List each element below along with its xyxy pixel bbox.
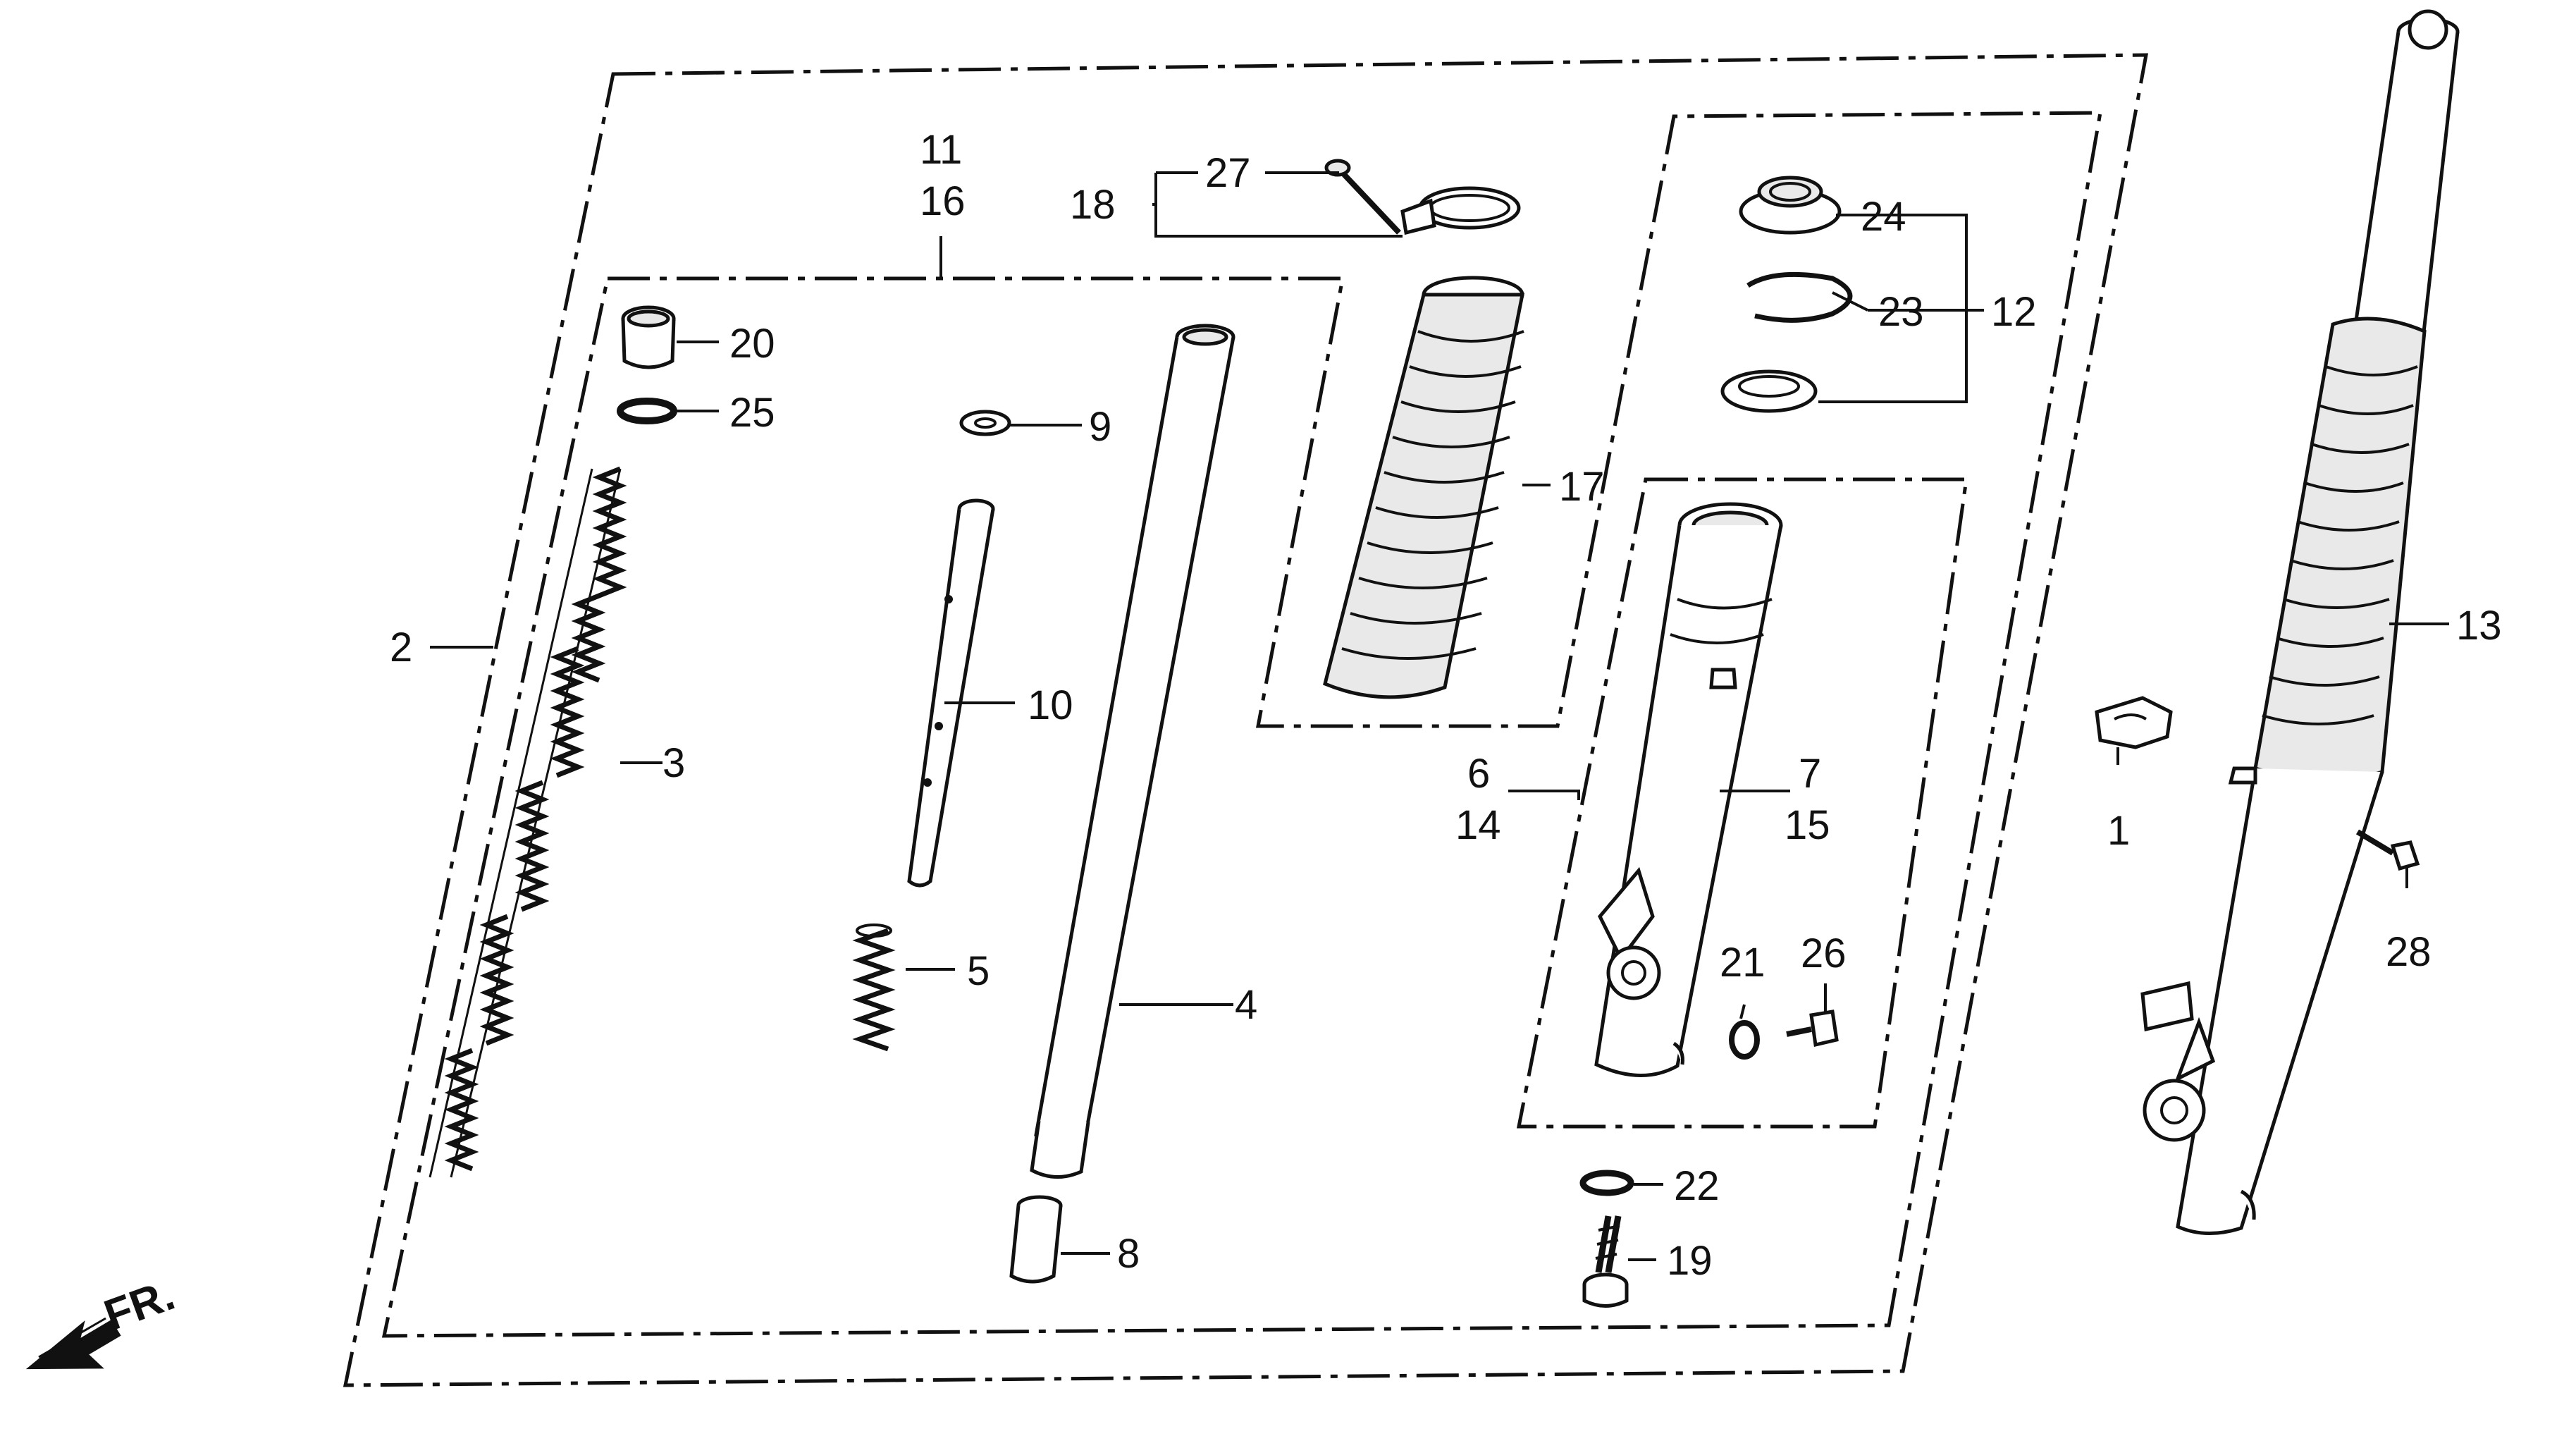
boot-band bbox=[1400, 186, 1521, 235]
callout-19: 19 bbox=[1667, 1238, 1713, 1284]
callout-18: 18 bbox=[1070, 182, 1116, 228]
callout-14: 14 bbox=[1455, 802, 1501, 848]
fork-pipe-group-boundary bbox=[381, 111, 2102, 1338]
callout-15: 15 bbox=[1785, 802, 1830, 848]
callout-28: 28 bbox=[2386, 929, 2432, 975]
fork-pipe bbox=[1030, 324, 1235, 1179]
o-ring bbox=[617, 398, 677, 424]
callout-27: 27 bbox=[1205, 150, 1251, 196]
callout-8: 8 bbox=[1117, 1231, 1140, 1277]
band-screw bbox=[1324, 159, 1401, 235]
callout-4: 4 bbox=[1235, 982, 1257, 1028]
callout-23: 23 bbox=[1878, 289, 1924, 335]
callout-5: 5 bbox=[967, 948, 990, 994]
callout-22: 22 bbox=[1674, 1163, 1720, 1209]
callout-2: 2 bbox=[390, 625, 412, 670]
fork-bolt bbox=[621, 305, 676, 369]
oil-seal-stopper-ring bbox=[1746, 271, 1853, 323]
callout-10: 10 bbox=[1028, 682, 1073, 728]
callout-11: 11 bbox=[920, 127, 962, 173]
sealing-washer bbox=[1579, 1170, 1634, 1196]
fork-assembly-boundary bbox=[343, 53, 2149, 1387]
front-direction-arrow bbox=[25, 1317, 121, 1370]
rebound-spring bbox=[852, 924, 896, 1052]
socket-bolt-small bbox=[1786, 1010, 1839, 1048]
callout-17: 17 bbox=[1559, 464, 1605, 510]
fork-slider bbox=[1594, 502, 1783, 1077]
callout-9: 9 bbox=[1089, 404, 1111, 450]
callout-26: 26 bbox=[1801, 931, 1847, 976]
callout-6: 6 bbox=[1467, 751, 1490, 797]
callout-16: 16 bbox=[920, 178, 966, 224]
callout-12: 12 bbox=[1991, 289, 2037, 335]
washer bbox=[1729, 1020, 1760, 1060]
dust-seal bbox=[1739, 176, 1842, 235]
socket-bolt bbox=[1582, 1215, 1629, 1308]
flange-bolt bbox=[2355, 829, 2420, 871]
oil-seal bbox=[1720, 369, 1818, 413]
callout-3: 3 bbox=[663, 740, 685, 786]
piston-ring bbox=[959, 410, 1011, 436]
callout-21: 21 bbox=[1720, 940, 1765, 986]
leader-lines bbox=[430, 171, 2449, 1261]
brake-hose-clamp bbox=[2095, 696, 2173, 749]
callout-1: 1 bbox=[2107, 808, 2130, 854]
callout-13: 13 bbox=[2456, 603, 2502, 649]
fork-boot bbox=[1323, 276, 1525, 699]
fork-spring bbox=[429, 466, 627, 1178]
callout-20: 20 bbox=[729, 321, 775, 367]
callout-7: 7 bbox=[1799, 751, 1821, 797]
right-fork-assembly bbox=[2140, 9, 2460, 1235]
front-indicator-label: FR. bbox=[98, 1270, 180, 1340]
callout-25: 25 bbox=[729, 390, 775, 436]
callout-24: 24 bbox=[1861, 194, 1906, 240]
oil-lock-piece bbox=[1009, 1195, 1063, 1284]
fork-piston bbox=[907, 498, 995, 888]
slider-group-boundary bbox=[1516, 477, 1968, 1129]
